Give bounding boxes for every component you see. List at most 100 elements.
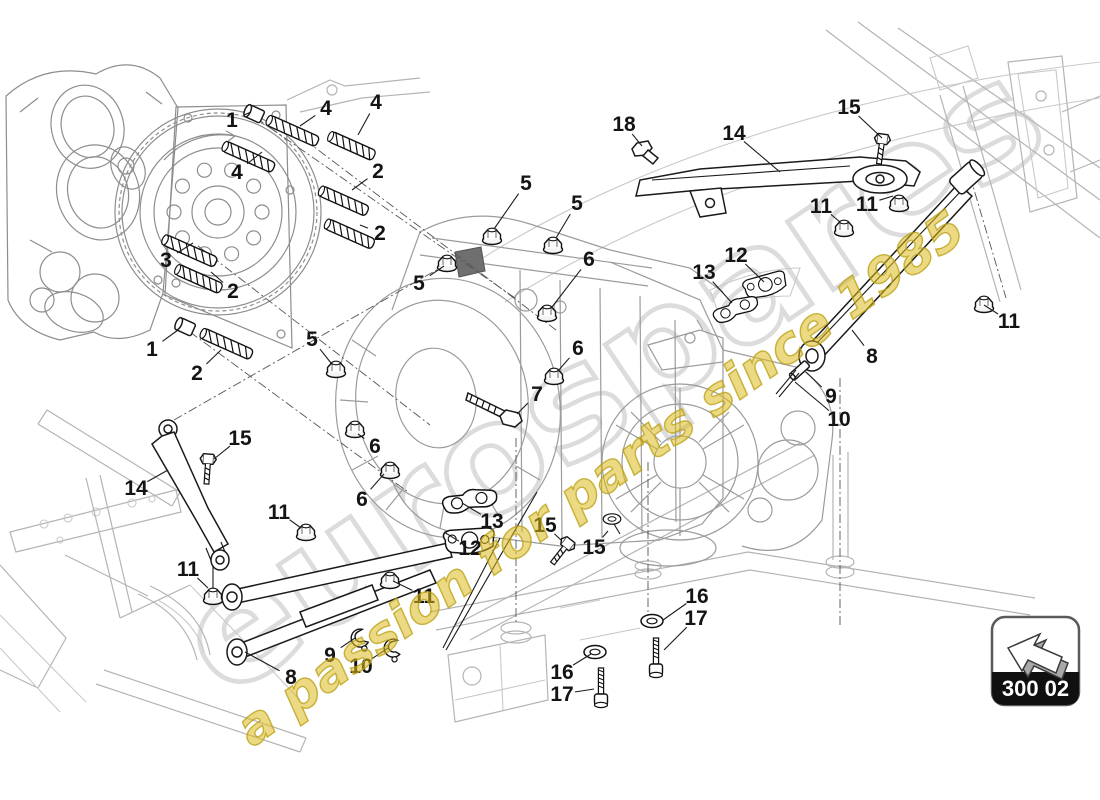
callout-leader-8	[851, 329, 865, 347]
callout-label-16-42: 16	[550, 661, 573, 684]
callout-label-5-11: 5	[571, 192, 583, 215]
callout-leader-15	[602, 530, 609, 538]
callout-leader-5	[429, 265, 445, 277]
callout-label-11-34: 11	[413, 585, 436, 608]
callout-label-11-33: 11	[177, 558, 200, 581]
callout-leader-7	[516, 402, 529, 415]
callout-leader-4	[299, 114, 316, 127]
callout-label-9-39: 9	[324, 644, 336, 667]
callout-label-10-40: 10	[349, 655, 372, 678]
callout-label-12-35: 12	[458, 537, 481, 560]
callout-leader-6	[557, 357, 570, 372]
callout-leader-6	[551, 268, 582, 308]
callout-label-10-29: 10	[827, 408, 850, 431]
callout-label-15-38: 15	[582, 536, 606, 559]
callout-leader-9	[805, 371, 823, 388]
callout-leader-3	[176, 242, 194, 254]
callout-leader-11	[197, 577, 209, 589]
callout-label-7-18: 7	[531, 383, 543, 406]
callout-leader-10	[794, 381, 830, 412]
callout-label-9-28: 9	[825, 385, 837, 408]
callout-leader-9	[340, 637, 356, 649]
callout-label-6-14: 6	[583, 248, 595, 271]
callout-label-4-3: 4	[231, 161, 243, 184]
callout-leader-10	[371, 647, 389, 660]
callout-label-16-44: 16	[685, 585, 708, 608]
callout-label-4-1: 4	[320, 97, 332, 120]
axis-lines	[173, 117, 1007, 651]
bolt-7	[465, 391, 523, 428]
center-screws-15	[545, 513, 622, 569]
torque-rod-8-right	[710, 159, 995, 398]
callout-label-14-20: 14	[722, 122, 746, 145]
callout-label-5-12: 5	[413, 272, 425, 295]
frame-fasteners-16-17	[583, 613, 664, 709]
callout-label-2-7: 2	[227, 280, 239, 303]
callout-leader-15	[554, 533, 562, 541]
callout-label-8-41: 8	[285, 666, 297, 689]
callout-leader-5	[493, 193, 520, 230]
callout-label-6-15: 6	[572, 337, 584, 360]
callout-leader-17	[574, 688, 595, 693]
subframe-bottom	[429, 442, 1036, 723]
callout-leader-16	[662, 603, 687, 621]
callout-leader-4	[357, 113, 371, 136]
callout-leader-11	[289, 519, 302, 529]
callout-leader-13	[712, 281, 733, 304]
callout-label-2-9: 2	[191, 362, 203, 385]
callout-leader-11	[392, 580, 413, 591]
callout-label-15-21: 15	[837, 96, 861, 119]
chassis-frame-left	[0, 409, 307, 753]
arrow-icon	[1006, 632, 1069, 681]
support-arm-14-right	[635, 132, 921, 238]
callout-leader-13	[461, 502, 482, 515]
callout-leader-18	[631, 133, 643, 147]
callout-label-17-45: 17	[684, 607, 707, 630]
studs-and-bushings	[159, 103, 378, 361]
callout-label-1-0: 1	[226, 109, 238, 132]
callout-label-15-37: 15	[533, 514, 557, 537]
callout-leader-11	[830, 213, 841, 223]
callout-label-8-27: 8	[866, 345, 878, 368]
badge-code: 300 02	[1002, 676, 1069, 701]
callout-label-4-2: 4	[370, 91, 382, 114]
callout-label-6-16: 6	[369, 435, 381, 458]
callout-label-11-24: 11	[998, 310, 1021, 333]
callout-label-5-13: 5	[306, 328, 318, 351]
callout-label-2-5: 2	[374, 222, 386, 245]
callout-leader-11	[983, 304, 999, 315]
callout-label-6-17: 6	[356, 488, 368, 511]
callout-label-13-36: 13	[480, 510, 503, 533]
callout-leader-1	[162, 329, 179, 342]
callout-leader-14	[147, 469, 169, 483]
callout-leader-2	[206, 349, 222, 365]
callout-label-14-31: 14	[124, 477, 148, 500]
callout-label-18-19: 18	[612, 113, 636, 136]
bolt-18	[631, 140, 660, 166]
callout-leader-8	[244, 651, 280, 672]
pin-10-right	[775, 369, 800, 398]
callout-leader-14	[743, 140, 781, 173]
callout-leader-6	[357, 433, 365, 439]
callout-leader-2	[351, 178, 368, 191]
callout-leader-4	[246, 151, 263, 165]
support-strut-14-left	[151, 419, 230, 606]
callout-label-2-4: 2	[372, 160, 384, 183]
callout-leader-12	[744, 263, 765, 283]
callout-label-11-23: 11	[856, 193, 879, 216]
callout-leader-15	[858, 115, 883, 139]
callout-leader-17	[663, 626, 688, 651]
callout-leader-2	[359, 224, 369, 229]
bushing-1b	[174, 316, 197, 337]
callout-label-12-25: 12	[724, 244, 747, 267]
callout-leader-5	[319, 348, 332, 364]
callout-leader-6	[370, 473, 385, 490]
callout-label-11-32: 11	[268, 501, 291, 524]
callout-label-5-10: 5	[520, 172, 532, 195]
callout-leader-12	[443, 531, 460, 542]
callout-label-1-8: 1	[146, 338, 158, 361]
section-badge: 300 02	[990, 615, 1081, 707]
